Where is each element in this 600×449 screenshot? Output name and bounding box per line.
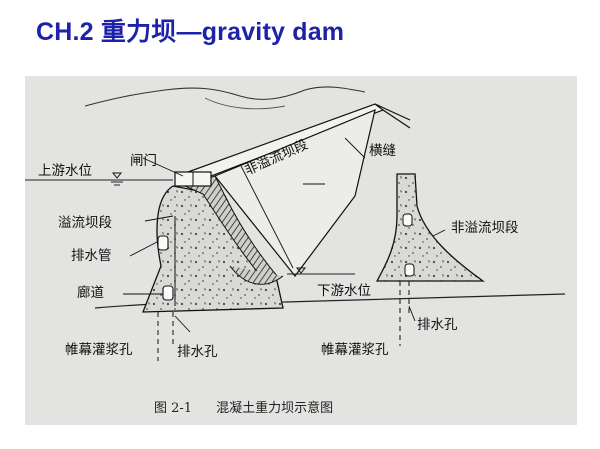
profile-lower-gallery bbox=[404, 263, 415, 277]
label-curtain-grouting-hole-left: 帷幕灌浆孔 bbox=[65, 342, 133, 358]
label-downstream-water-level: 下游水位 bbox=[317, 283, 371, 299]
label-gallery: 廊道 bbox=[77, 285, 104, 301]
lower-gallery bbox=[162, 285, 174, 301]
caption-text: 混凝土重力坝示意图 bbox=[216, 401, 334, 416]
mountain-range bbox=[84, 86, 366, 107]
caption-figure-number: 图 2-1 bbox=[154, 401, 193, 416]
profile-upper-gallery bbox=[402, 213, 413, 227]
upper-gallery bbox=[157, 235, 169, 251]
non-overflow-dam-face bbox=[214, 109, 376, 277]
label-overflow-section: 溢流坝段 bbox=[58, 215, 112, 231]
slide-title: CH.2 重力坝—gravity dam bbox=[36, 18, 345, 46]
label-non-overflow-section-profile: 非溢流坝段 bbox=[451, 220, 519, 236]
label-curtain-grouting-hole-right: 帷幕灌浆孔 bbox=[321, 342, 389, 358]
label-upstream-water-level: 上游水位 bbox=[38, 163, 92, 179]
label-drain-pipe: 排水管 bbox=[71, 248, 112, 264]
figure-caption: 图 2-1 混凝土重力坝示意图 bbox=[154, 397, 333, 416]
non-overflow-profile bbox=[375, 173, 486, 282]
label-gate: 闸门 bbox=[130, 153, 157, 169]
label-drain-hole-left: 排水孔 bbox=[177, 344, 218, 360]
dam-diagram-figure: 闸门 上游水位 溢流坝段 排水管 廊道 帷幕灌浆孔 排水孔 非溢流坝段 横缝 下… bbox=[25, 76, 577, 425]
label-transverse-joint: 横缝 bbox=[369, 143, 396, 159]
label-drain-hole-right: 排水孔 bbox=[417, 317, 458, 333]
leader-lines bbox=[123, 137, 446, 333]
dam-illustration bbox=[25, 86, 566, 361]
